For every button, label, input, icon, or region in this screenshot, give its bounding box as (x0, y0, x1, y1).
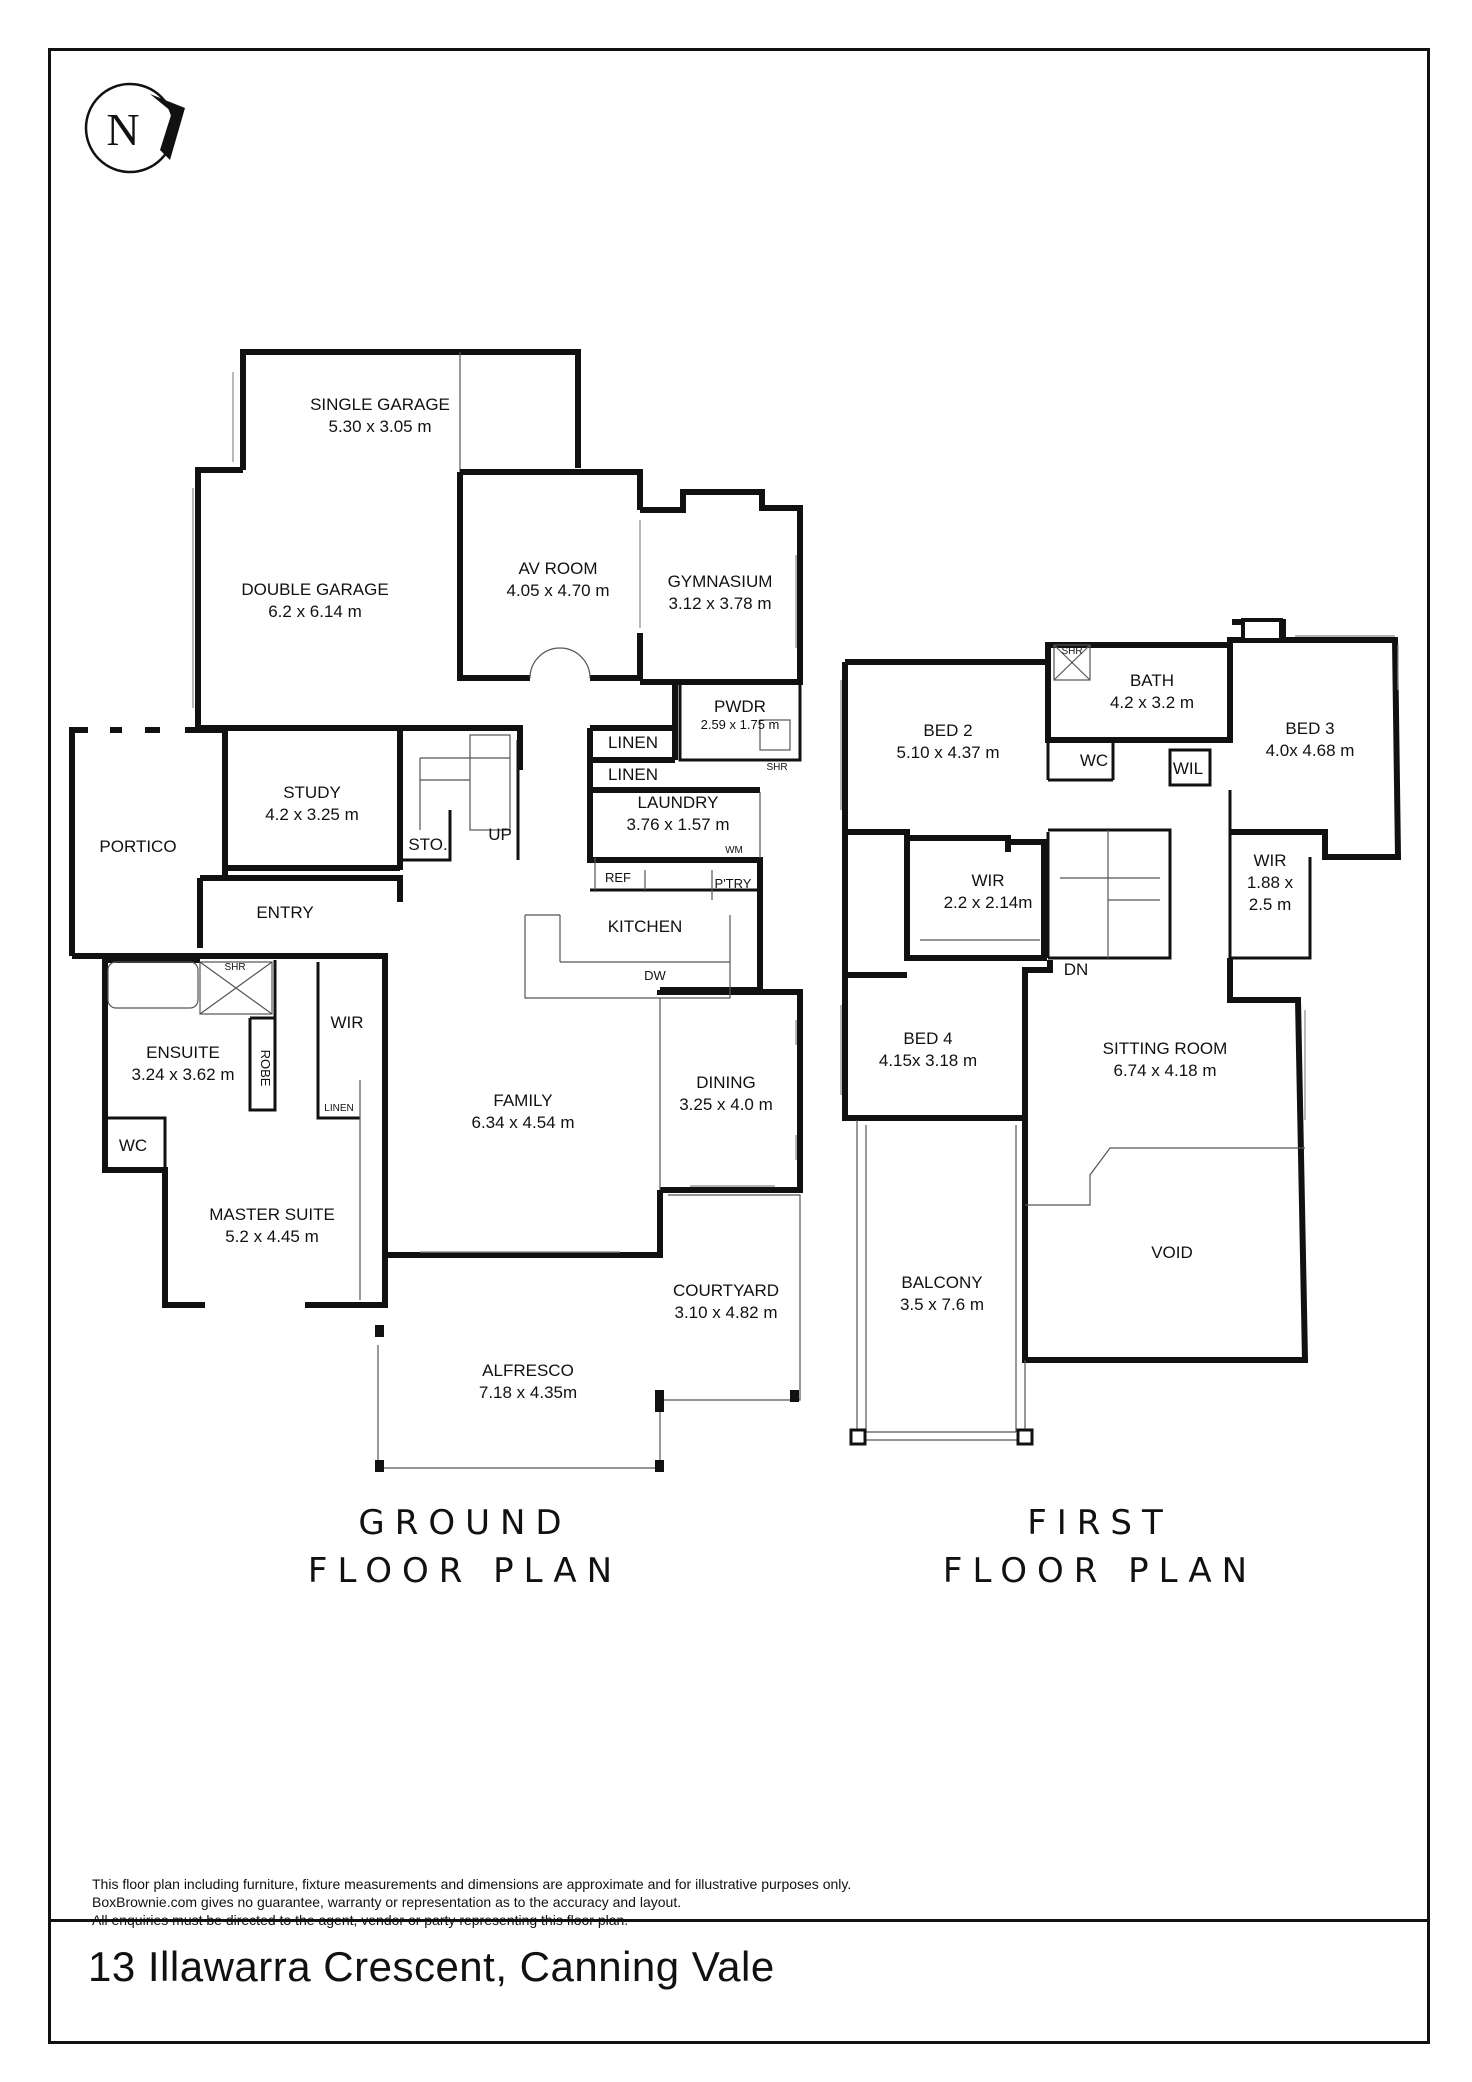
room-name-pwdr: PWDR (714, 697, 766, 716)
room-name-av-room: AV ROOM (518, 559, 597, 578)
label-portico: PORTICO (99, 837, 176, 856)
ground-heading-line2: FLOOR PLAN (308, 1551, 622, 1591)
label-wil: WIL (1173, 759, 1203, 778)
footer-divider (48, 1919, 1430, 1922)
room-size-courtyard: 3.10 x 4.82 m (674, 1303, 777, 1322)
room-name-wir-right: WIR (1253, 851, 1286, 870)
room-name-laundry: LAUNDRY (638, 793, 719, 812)
room-size-family: 6.34 x 4.54 m (471, 1113, 574, 1132)
room-size-alfresco: 7.18 x 4.35m (479, 1383, 577, 1402)
label-robe: ROBE (258, 1050, 273, 1087)
first-heading-line1: FIRST (1027, 1503, 1173, 1543)
room-size-bed3: 4.0x 4.68 m (1266, 741, 1355, 760)
room-size-ensuite: 3.24 x 3.62 m (131, 1065, 234, 1084)
room-name-study: STUDY (283, 783, 341, 802)
label-wm: WM (725, 845, 743, 856)
label-entry: ENTRY (256, 903, 313, 922)
label-wc-ground: WC (119, 1136, 147, 1155)
room-size-double-garage: 6.2 x 6.14 m (268, 602, 362, 621)
room-name-bed4: BED 4 (903, 1029, 952, 1048)
label-sto: STO. (408, 835, 447, 854)
label-ptry: P'TRY (715, 876, 752, 891)
first-floor-labels: BED 2 5.10 x 4.37 m BATH 4.2 x 3.2 m BED… (879, 646, 1355, 1314)
label-shr-first: SHR (1061, 646, 1082, 657)
label-linen-1: LINEN (608, 733, 658, 752)
ground-floor-labels: SINGLE GARAGE 5.30 x 3.05 m DOUBLE GARAG… (99, 395, 787, 1402)
label-linen-2: LINEN (608, 765, 658, 784)
room-size-bath: 4.2 x 3.2 m (1110, 693, 1194, 712)
label-void: VOID (1151, 1243, 1193, 1262)
label-shr-pwdr: SHR (766, 762, 787, 773)
room-name-master-suite: MASTER SUITE (209, 1205, 335, 1224)
room-size-dining: 3.25 x 4.0 m (679, 1095, 773, 1114)
room-name-bath: BATH (1130, 671, 1174, 690)
room-size-master-suite: 5.2 x 4.45 m (225, 1227, 319, 1246)
disclaimer-line: BoxBrownie.com gives no guarantee, warra… (92, 1894, 682, 1910)
ground-heading-line1: GROUND (358, 1503, 571, 1543)
room-size-bed2: 5.10 x 4.37 m (896, 743, 999, 762)
room-size-wir-left: 2.2 x 2.14m (944, 893, 1033, 912)
ground-floor-walls (69, 349, 803, 1472)
property-address: 13 Illawarra Crescent, Canning Vale (88, 1943, 775, 1990)
room-size-av-room: 4.05 x 4.70 m (506, 581, 609, 600)
room-name-single-garage: SINGLE GARAGE (310, 395, 450, 414)
label-shr-ensuite: SHR (224, 962, 245, 973)
room-size-bed4: 4.15x 3.18 m (879, 1051, 977, 1070)
room-size2-wir-right: 2.5 m (1249, 895, 1292, 914)
room-size-wir-right: 1.88 x (1247, 873, 1294, 892)
room-name-ensuite: ENSUITE (146, 1043, 220, 1062)
room-size-pwdr: 2.59 x 1.75 m (701, 717, 780, 732)
room-name-bed3: BED 3 (1285, 719, 1334, 738)
room-name-sitting-room: SITTING ROOM (1103, 1039, 1228, 1058)
plan-headings: GROUND FLOOR PLAN FIRST FLOOR PLAN (308, 1503, 1257, 1591)
label-up: UP (488, 825, 512, 844)
room-name-gymnasium: GYMNASIUM (668, 572, 773, 591)
first-heading-line2: FLOOR PLAN (943, 1551, 1257, 1591)
room-size-gymnasium: 3.12 x 3.78 m (668, 594, 771, 613)
room-size-single-garage: 5.30 x 3.05 m (328, 417, 431, 436)
room-name-courtyard: COURTYARD (673, 1281, 779, 1300)
label-dw: DW (644, 968, 666, 983)
room-name-dining: DINING (696, 1073, 756, 1092)
label-kitchen: KITCHEN (608, 917, 683, 936)
room-size-sitting-room: 6.74 x 4.18 m (1113, 1061, 1216, 1080)
label-ref: REF (605, 870, 631, 885)
label-wc-first: WC (1080, 751, 1108, 770)
label-dn: DN (1064, 960, 1089, 979)
room-name-bed2: BED 2 (923, 721, 972, 740)
north-arrow-icon: N (84, 82, 185, 174)
floor-plan-drawing: N (69, 82, 1402, 1591)
room-size-laundry: 3.76 x 1.57 m (626, 815, 729, 834)
room-name-wir-left: WIR (971, 871, 1004, 890)
disclaimer-line: This floor plan including furniture, fix… (92, 1876, 852, 1892)
page-frame (48, 48, 1430, 2044)
room-size-balcony: 3.5 x 7.6 m (900, 1295, 984, 1314)
room-size-study: 4.2 x 3.25 m (265, 805, 359, 824)
label-wir-ground: WIR (330, 1013, 363, 1032)
room-name-double-garage: DOUBLE GARAGE (241, 580, 388, 599)
room-name-alfresco: ALFRESCO (482, 1361, 574, 1380)
first-floor-walls (840, 618, 1402, 1446)
room-name-family: FAMILY (493, 1091, 552, 1110)
compass-letter: N (106, 104, 139, 155)
label-linen-3: LINEN (324, 1103, 353, 1114)
room-name-balcony: BALCONY (901, 1273, 982, 1292)
